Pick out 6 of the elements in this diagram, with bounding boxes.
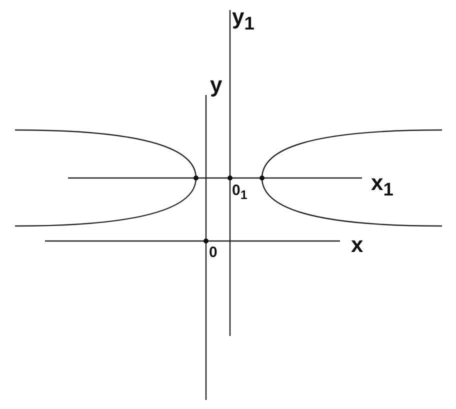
- origin-label: 0$_{1}$: [232, 183, 248, 202]
- origin-label: 0: [209, 245, 218, 260]
- axis-label: x$_{1}$: [371, 172, 394, 199]
- axis-label: x: [351, 234, 364, 256]
- axis-label: y$_{1}$: [232, 6, 254, 33]
- axis-label: y: [210, 74, 222, 96]
